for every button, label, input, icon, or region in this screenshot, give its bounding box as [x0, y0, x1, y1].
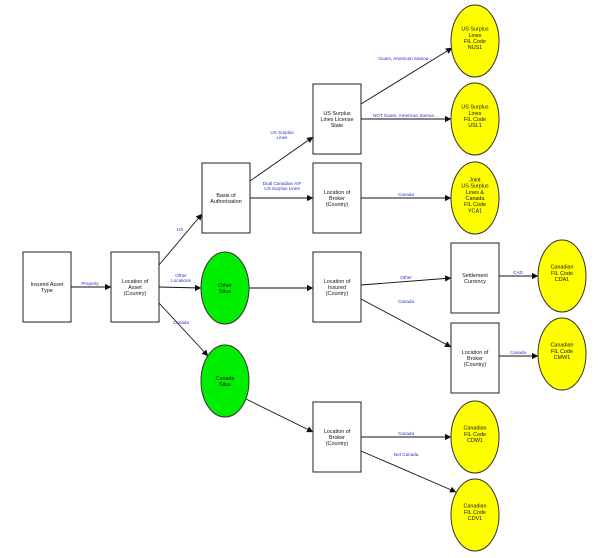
edge-label-property: Property — [81, 281, 99, 286]
node-box-basis-of-authorisation — [201, 162, 251, 234]
arrow-canada-to-broker — [245, 398, 314, 433]
node-box-us-surplus-license-state — [312, 83, 362, 155]
edge-label-other-insured: Other — [400, 275, 412, 280]
arrow-guam-american-samoa — [360, 47, 453, 105]
node-box-location-of-broker-bottom — [312, 401, 362, 473]
arrow-other-locations — [158, 284, 202, 292]
node-box-settlement-currency — [450, 242, 500, 314]
node-ellipse-cmw1 — [537, 317, 587, 391]
edge-label-us: US — [177, 227, 183, 232]
edge-label-cad: CAD — [513, 270, 523, 275]
arrow-other-insured — [360, 275, 452, 286]
edge-label-canada-broker-bottom: Canada — [398, 431, 415, 436]
node-box-location-of-broker-top — [312, 162, 362, 234]
arrow-canada-insured — [360, 298, 452, 348]
node-ellipse-canada-situs — [200, 344, 250, 418]
arrow-canada-situs — [158, 302, 209, 357]
node-box-location-of-insured — [312, 251, 362, 323]
node-ellipse-cda1 — [537, 239, 587, 313]
arrow-us — [158, 213, 203, 266]
arrow-not-canada — [360, 450, 457, 493]
node-ellipse-cdw1 — [450, 400, 500, 474]
node-box-insured-asset-type — [22, 251, 72, 323]
node-ellipse-nus1 — [450, 4, 500, 78]
node-ellipse-other-situs — [200, 251, 250, 325]
edge-label-guam-american-samoa: Guam, American Samoa ... — [378, 56, 433, 61]
node-ellipse-yca1 — [450, 161, 500, 235]
edge-label-canada-broker-right: Canada — [510, 350, 527, 355]
edge-label-not-guam: NOT Guam, American Samoa ... — [373, 113, 439, 118]
node-ellipse-cdv1 — [450, 478, 500, 552]
node-box-location-of-broker-right — [450, 322, 500, 394]
node-ellipse-usl1 — [450, 82, 500, 156]
edge-label-canada-broker-top: Canada — [398, 192, 415, 197]
edge-label-canada-situs: Canada — [173, 320, 190, 325]
node-box-location-of-asset — [110, 251, 160, 323]
edges-layer — [71, 47, 539, 493]
arrow-us-surplus-lines — [249, 136, 314, 182]
edge-label-not-canada: Not Canada — [394, 452, 419, 457]
edge-label-canada-insured: Canada — [398, 299, 415, 304]
